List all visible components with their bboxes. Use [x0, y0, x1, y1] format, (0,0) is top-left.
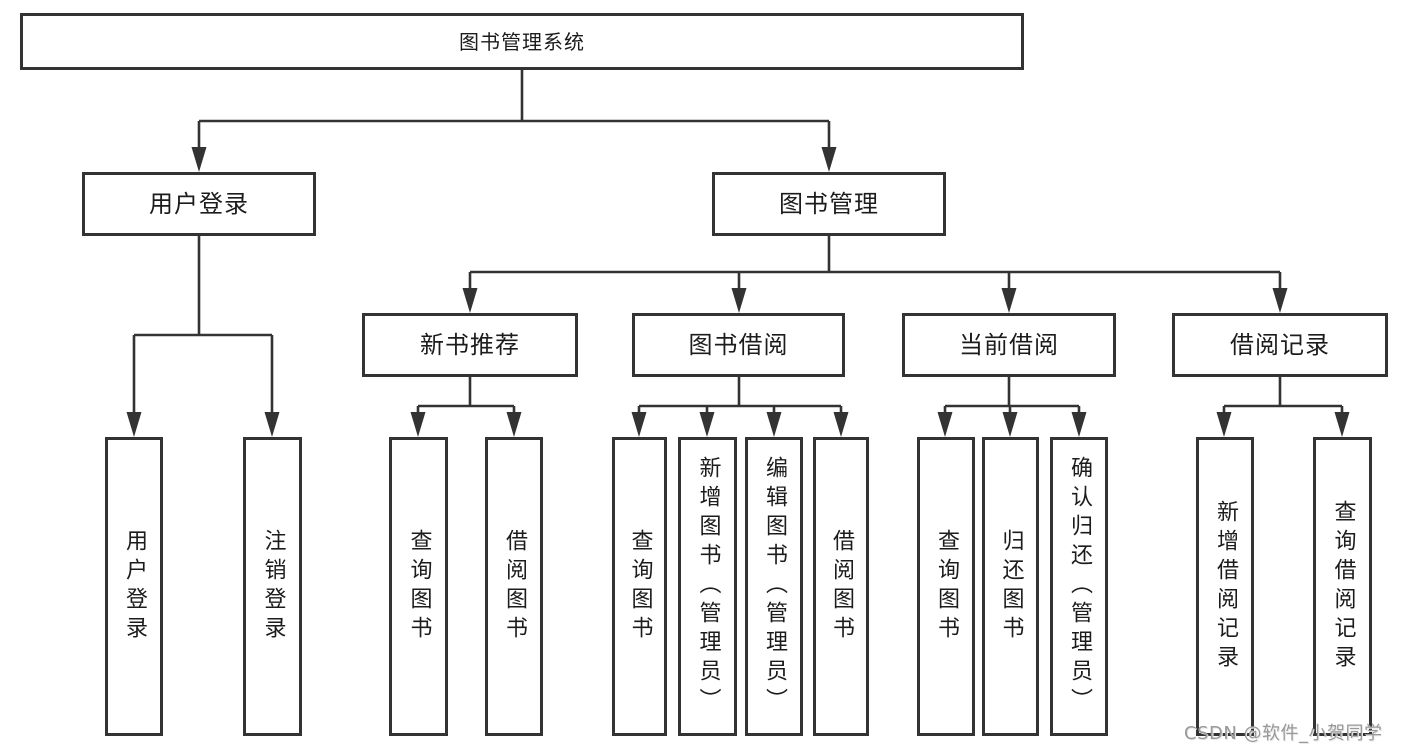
node-label: 注销登录	[260, 528, 286, 645]
node-label: 编辑图书（管理员）	[762, 456, 787, 717]
connector-new-rec-to-leaves	[416, 377, 516, 417]
leaf-query-books-recommend: 查询图书	[389, 437, 448, 736]
connector-records-to-leaves	[1222, 377, 1344, 417]
node-label: 当前借阅	[959, 331, 1059, 359]
node-label: 查询借阅记录	[1330, 499, 1356, 674]
leaf-query-books-borrow: 查询图书	[612, 437, 667, 736]
leaf-query-books-current: 查询图书	[917, 437, 975, 736]
connector-book-borrow-to-leaves	[637, 377, 843, 417]
leaf-edit-book-admin: 编辑图书（管理员）	[745, 437, 803, 736]
node-book-management: 图书管理	[712, 172, 946, 236]
connector-root-to-level2	[197, 70, 831, 152]
node-label: 借阅图书	[502, 528, 527, 645]
node-label: 确认归还（管理员）	[1067, 456, 1092, 717]
node-label: 新增图书（管理员）	[695, 456, 721, 717]
leaf-return-book: 归还图书	[982, 437, 1039, 736]
node-label: 用户登录	[122, 528, 147, 645]
connector-current-borrow-to-leaves	[943, 377, 1081, 417]
watermark: CSDN @软件_小贺同学	[1184, 723, 1383, 744]
node-label: 用户登录	[149, 190, 249, 218]
connector-book-mgmt-to-level3	[468, 236, 1282, 293]
leaf-confirm-return-admin: 确认归还（管理员）	[1050, 437, 1108, 736]
node-label: 借阅记录	[1230, 331, 1330, 359]
node-label: 查询图书	[934, 528, 959, 645]
node-current-borrow: 当前借阅	[902, 313, 1116, 377]
leaf-user-login: 用户登录	[105, 437, 163, 736]
node-label: 查询图书	[406, 528, 432, 645]
node-label: 图书借阅	[688, 331, 789, 359]
node-library-management-system: 图书管理系统	[20, 13, 1024, 70]
node-label: 新书推荐	[420, 331, 520, 359]
node-user-login: 用户登录	[82, 172, 316, 236]
node-label: 归还图书	[998, 528, 1024, 645]
leaf-add-book-admin: 新增图书（管理员）	[678, 437, 737, 736]
node-label: 图书管理	[779, 190, 879, 218]
node-label: 借阅图书	[829, 528, 854, 645]
node-borrow-records: 借阅记录	[1172, 313, 1388, 377]
leaf-borrow-books-recommend: 借阅图书	[485, 437, 543, 736]
leaf-query-borrow-record: 查询借阅记录	[1313, 437, 1372, 736]
connector-user-login-to-leaves	[132, 236, 274, 417]
node-label: 新增借阅记录	[1213, 499, 1238, 674]
leaf-borrow-books: 借阅图书	[813, 437, 869, 736]
leaf-logout: 注销登录	[243, 437, 302, 736]
node-new-book-recommend: 新书推荐	[362, 313, 578, 377]
node-label: 图书管理系统	[459, 29, 585, 54]
node-book-borrow: 图书借阅	[632, 313, 845, 377]
node-label: 查询图书	[627, 528, 653, 645]
leaf-add-borrow-record: 新增借阅记录	[1196, 437, 1254, 736]
